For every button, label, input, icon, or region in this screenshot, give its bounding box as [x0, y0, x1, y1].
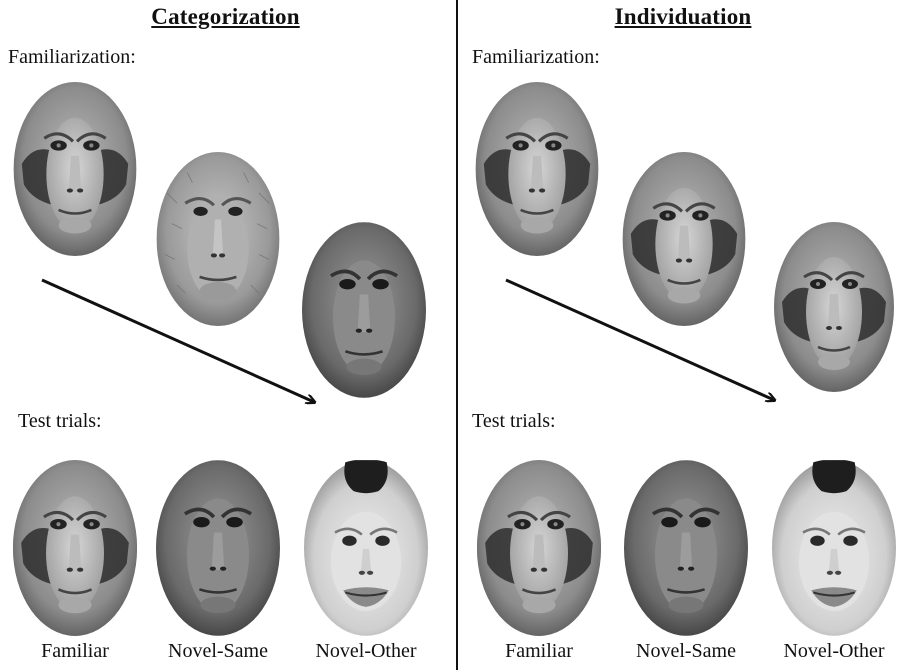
categorization-panel: Categorization Familiarization: Test tri…: [0, 0, 451, 670]
test-face-familiar: [476, 460, 602, 636]
test-label-novel-same: Novel-Same: [616, 640, 756, 663]
test-trials-label: Test trials:: [18, 410, 102, 433]
test-face-novel-same: [624, 460, 748, 636]
test-label-familiar: Familiar: [476, 640, 602, 663]
test-label-novel-other: Novel-Other: [296, 640, 436, 663]
test-trials-label: Test trials:: [472, 410, 556, 433]
individuation-panel: Individuation Familiarization: Test tria…: [462, 0, 904, 670]
test-face-novel-other: [304, 460, 428, 636]
familiarization-face-1: [12, 82, 138, 256]
panel-divider: [456, 0, 458, 670]
test-label-novel-other: Novel-Other: [764, 640, 904, 663]
test-face-familiar: [12, 460, 138, 636]
test-label-novel-same: Novel-Same: [148, 640, 288, 663]
sequence-arrow: [38, 276, 322, 408]
sequence-arrow: [502, 276, 782, 406]
familiarization-face-3: [772, 222, 896, 392]
panel-title: Individuation: [462, 4, 904, 30]
panel-title: Categorization: [0, 4, 451, 30]
familiarization-label: Familiarization:: [472, 46, 600, 69]
test-label-familiar: Familiar: [12, 640, 138, 663]
test-face-novel-other: [772, 460, 896, 636]
familiarization-face-1: [474, 82, 600, 256]
familiarization-label: Familiarization:: [8, 46, 136, 69]
test-face-novel-same: [156, 460, 280, 636]
